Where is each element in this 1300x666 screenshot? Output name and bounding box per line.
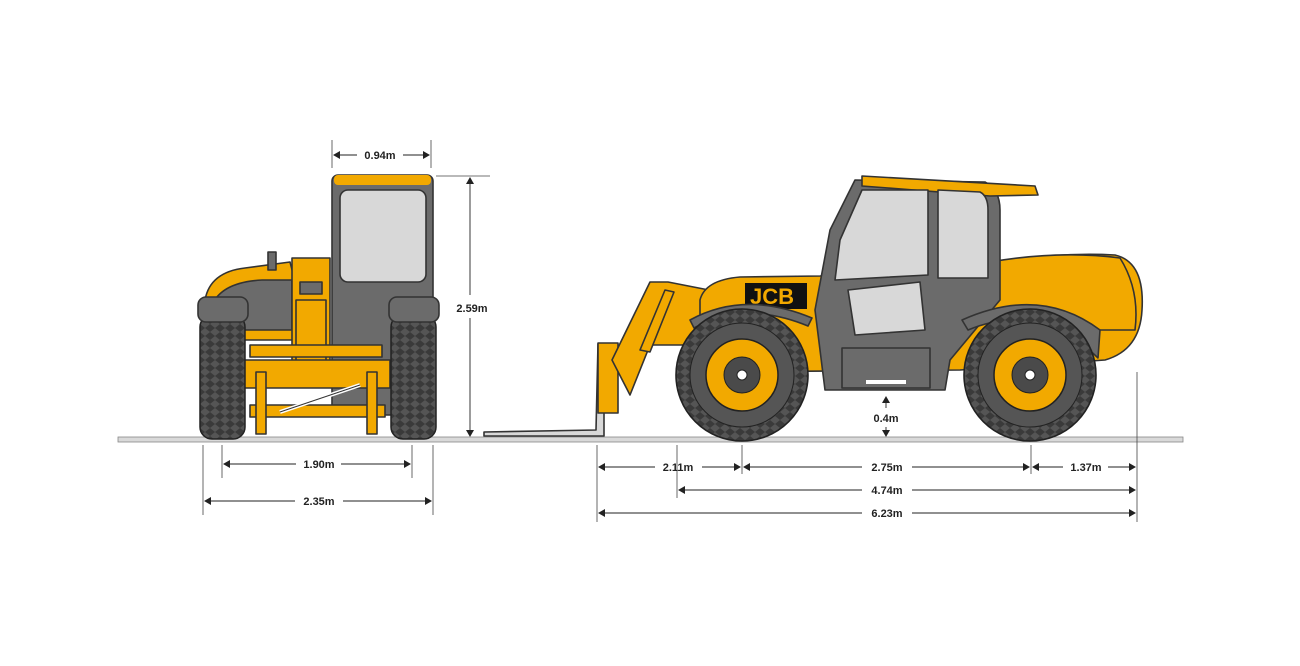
- wheelbase-label: 2.75m: [871, 462, 902, 474]
- cab-width-label: 0.94m: [364, 150, 395, 162]
- side-view-rear-wheel: [963, 308, 1097, 442]
- dimension-front-overhang: 2.11m: [598, 462, 741, 474]
- overall-width-label: 2.35m: [303, 496, 334, 508]
- dimension-length-to-carriage: 4.74m: [678, 485, 1136, 497]
- side-view-roof: [861, 175, 1039, 197]
- overall-length-label: 6.23m: [871, 508, 902, 520]
- dimension-overall-width: 2.35m: [202, 445, 434, 515]
- dimension-track-width: 1.90m: [221, 445, 413, 478]
- side-view-machine: JCB: [483, 175, 1144, 442]
- ground-clearance-label: 0.4m: [873, 413, 898, 425]
- side-view-front-glass: [834, 189, 929, 281]
- track-width-label: 1.90m: [303, 459, 334, 471]
- side-view-front-wheel: [675, 308, 809, 442]
- dimension-overall-length: 6.23m: [598, 508, 1136, 520]
- overall-height-label: 2.59m: [456, 303, 487, 315]
- front-view-windscreen: [339, 189, 427, 283]
- dimension-wheelbase: 2.75m: [743, 462, 1030, 474]
- front-view-left-wheel: [199, 314, 246, 440]
- front-view-carriage: [249, 344, 383, 358]
- front-view-machine: [197, 174, 440, 440]
- rear-overhang-label: 1.37m: [1070, 462, 1101, 474]
- side-view-forks: [483, 343, 605, 437]
- front-overhang-label: 2.11m: [663, 462, 694, 474]
- ground-line: [117, 436, 1184, 443]
- length-to-carriage-label: 4.74m: [871, 485, 902, 497]
- side-view-door-glass: [937, 189, 989, 279]
- dimension-cab-width: 0.94m: [331, 140, 432, 168]
- dimension-ground-clearance: 0.4m: [873, 396, 899, 437]
- front-view-right-wheel: [390, 314, 437, 440]
- dimension-rear-overhang: 1.37m: [1032, 462, 1136, 474]
- dimension-overall-height: 2.59m: [436, 175, 490, 437]
